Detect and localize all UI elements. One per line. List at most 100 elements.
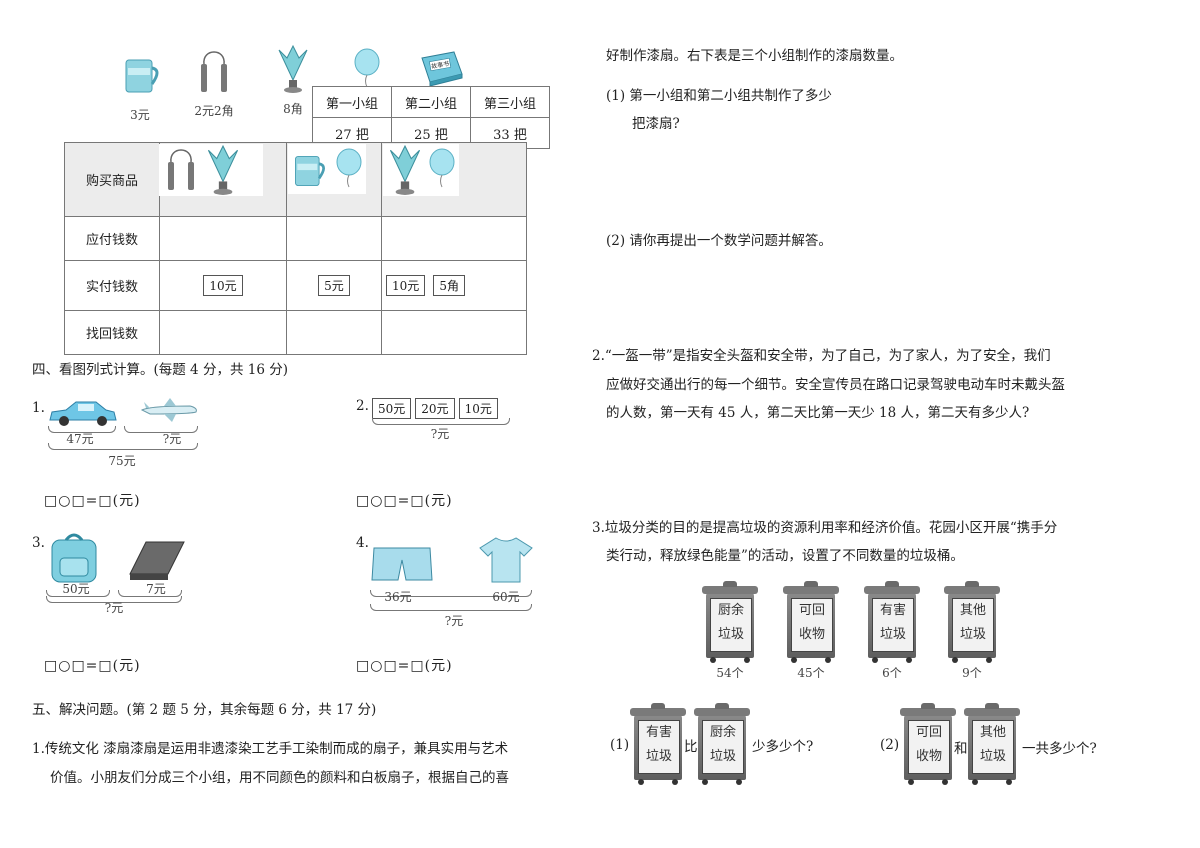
bin-other: 其他垃圾 (944, 581, 1000, 663)
group-header-3: 第三小组 (470, 86, 550, 118)
bin-recyclable: 可回收物 (783, 581, 839, 663)
paid-cell-3: 10元 5角 (381, 260, 527, 311)
problem1-line2: 价值。小朋友们分成三个小组，用不同颜色的颜料和白板扇子，根据自己的喜 (50, 770, 509, 786)
q4-total: ?元 (444, 614, 464, 628)
notebook-icon (129, 541, 185, 580)
purchase-table: 购买商品 (64, 142, 527, 355)
paid-coin: 5角 (433, 275, 466, 296)
product-balloon (352, 48, 382, 92)
payable-cell-3[interactable] (381, 216, 527, 261)
story-book-text: 故事书 (431, 59, 450, 70)
payable-cell-2[interactable] (286, 216, 382, 261)
p3-q1-tail: 少多少个? (752, 739, 814, 755)
change-cell-2[interactable] (286, 310, 382, 355)
balloon-icon (429, 148, 455, 188)
group-header-1: 第一小组 (312, 86, 392, 118)
product-story-book: 故事书 (416, 48, 466, 92)
section-5-title: 五、解决问题。(第 2 题 5 分，其余每题 6 分，共 17 分) (32, 702, 377, 718)
jump-rope-icon (168, 149, 194, 190)
bin-label: 有害 (879, 603, 906, 618)
q1-number: 1. (32, 400, 45, 416)
product-cup: 3元 (120, 56, 170, 123)
bin-count: 45个 (797, 666, 825, 680)
q3-answer-formula[interactable]: □○□=□(元) (44, 658, 141, 674)
payable-cell-1[interactable] (159, 216, 287, 261)
bin-hazardous: 有害垃圾 (630, 703, 686, 785)
bin-label: 收物 (915, 749, 942, 764)
product-jump-rope: 2元2角 (194, 46, 244, 119)
backpack-icon (51, 533, 97, 583)
q2-answer-formula[interactable]: □○□=□(元) (356, 493, 453, 509)
q1-answer-formula[interactable]: □○□=□(元) (44, 493, 141, 509)
bin-label: 垃圾 (959, 627, 986, 642)
bin-label: 有害 (645, 725, 672, 740)
q3-total: ?元 (104, 601, 124, 615)
tshirt-icon (479, 537, 533, 583)
cup-price: 3元 (130, 108, 150, 122)
problem1-question1-a: (1) 第一小组和第二小组共制作了多少 (606, 88, 832, 104)
section-4-title: 四、看图列式计算。(每题 4 分，共 16 分) (32, 362, 288, 378)
shuttlecock-icon (207, 144, 239, 195)
goods-cell-3 (381, 142, 527, 217)
bin-label: 其他 (959, 603, 986, 618)
p3-q1-label: (1) (610, 737, 630, 753)
q4-answer-formula[interactable]: □○□=□(元) (356, 658, 453, 674)
goods-cell-1 (159, 142, 287, 217)
q2-total: ?元 (430, 427, 450, 441)
bin-hazardous: 有害垃圾 (864, 581, 920, 663)
bin-label: 垃圾 (717, 627, 744, 642)
product-shuttlecock: 8角 (275, 44, 323, 117)
bin-label: 垃圾 (979, 749, 1006, 764)
p3-q2-and-word: 和 (954, 741, 968, 757)
change-cell-1[interactable] (159, 310, 287, 355)
paid-bill: 5元 (318, 275, 350, 296)
group-fan-table: 第一小组 第二小组 第三小组 27 把 25 把 33 把 (312, 86, 550, 149)
problem3-line1: 3.垃圾分类的目的是提高垃圾的资源利用率和经济价值。花园小区开展“携手分 (592, 520, 1058, 536)
q4-tshirt-price: 60元 (492, 590, 520, 604)
p3-q2-tail: 一共多少个? (1022, 741, 1097, 757)
bin-recyclable: 可回收物 (900, 703, 956, 785)
shuttlecock-icon (278, 44, 308, 93)
problem1-question1-b: 把漆扇? (632, 116, 680, 132)
problem3-line2: 类行动，释放绿色能量”的活动，设置了不同数量的垃圾桶。 (606, 548, 964, 564)
jump-rope-icon (201, 51, 227, 92)
p3-q2-label: (2) (880, 737, 900, 753)
bin-label: 收物 (798, 627, 825, 642)
bin-label: 垃圾 (879, 627, 906, 642)
bin-count: 9个 (962, 666, 982, 680)
bin-kitchen-waste: 厨余垃圾 (702, 581, 758, 663)
bin-count: 6个 (882, 666, 902, 680)
bin-other: 其他垃圾 (964, 703, 1020, 785)
cup-icon (295, 156, 325, 186)
bin-label: 厨余 (717, 603, 744, 618)
change-cell-3[interactable] (381, 310, 527, 355)
q3-notebook-price: 7元 (146, 582, 166, 596)
bin-label: 垃圾 (709, 749, 736, 764)
problem2-line1: 2.“一盔一带”是指安全头盔和安全带，为了自己，为了家人，为了安全，我们 (592, 348, 1051, 364)
row-label-goods: 购买商品 (64, 142, 160, 217)
cup-icon (125, 59, 159, 93)
problem2-line2: 应做好交通出行的每一个细节。安全宣传员在路口记录驾驶电动车时未戴头盔 (606, 377, 1065, 393)
p3-q1-compare-word: 比 (684, 739, 698, 755)
q3-number: 3. (32, 535, 45, 551)
bin-count: 54个 (716, 666, 744, 680)
row-label-payable: 应付钱数 (64, 216, 160, 261)
q1-total: 75元 (108, 454, 136, 468)
bill-20: 20元 (415, 398, 455, 419)
bin-label: 可回 (915, 725, 942, 740)
shorts-icon (371, 547, 433, 581)
paid-bill: 10元 (386, 275, 426, 296)
q3-backpack-price: 50元 (62, 582, 90, 596)
bill-10: 10元 (458, 398, 498, 419)
car-icon (49, 401, 117, 426)
problem1-line1: 1.传统文化 漆扇漆扇是运用非遗漆染工艺手工染制而成的扇子，兼具实用与艺术 (32, 741, 509, 757)
bill-50: 50元 (372, 398, 412, 419)
problem1-question2: (2) 请你再提出一个数学问题并解答。 (606, 233, 832, 249)
jump-rope-price: 2元2角 (194, 104, 234, 118)
q1-plane-price: ?元 (162, 432, 182, 446)
bin-kitchen-waste: 厨余垃圾 (694, 703, 750, 785)
problem1-line3: 好制作漆扇。右下表是三个小组制作的漆扇数量。 (606, 48, 903, 64)
problem2-line3: 的人数，第一天有 45 人，第二天比第一天少 18 人，第二天有多少人? (606, 405, 1030, 421)
airplane-icon (140, 398, 197, 422)
bin-label: 垃圾 (645, 749, 672, 764)
